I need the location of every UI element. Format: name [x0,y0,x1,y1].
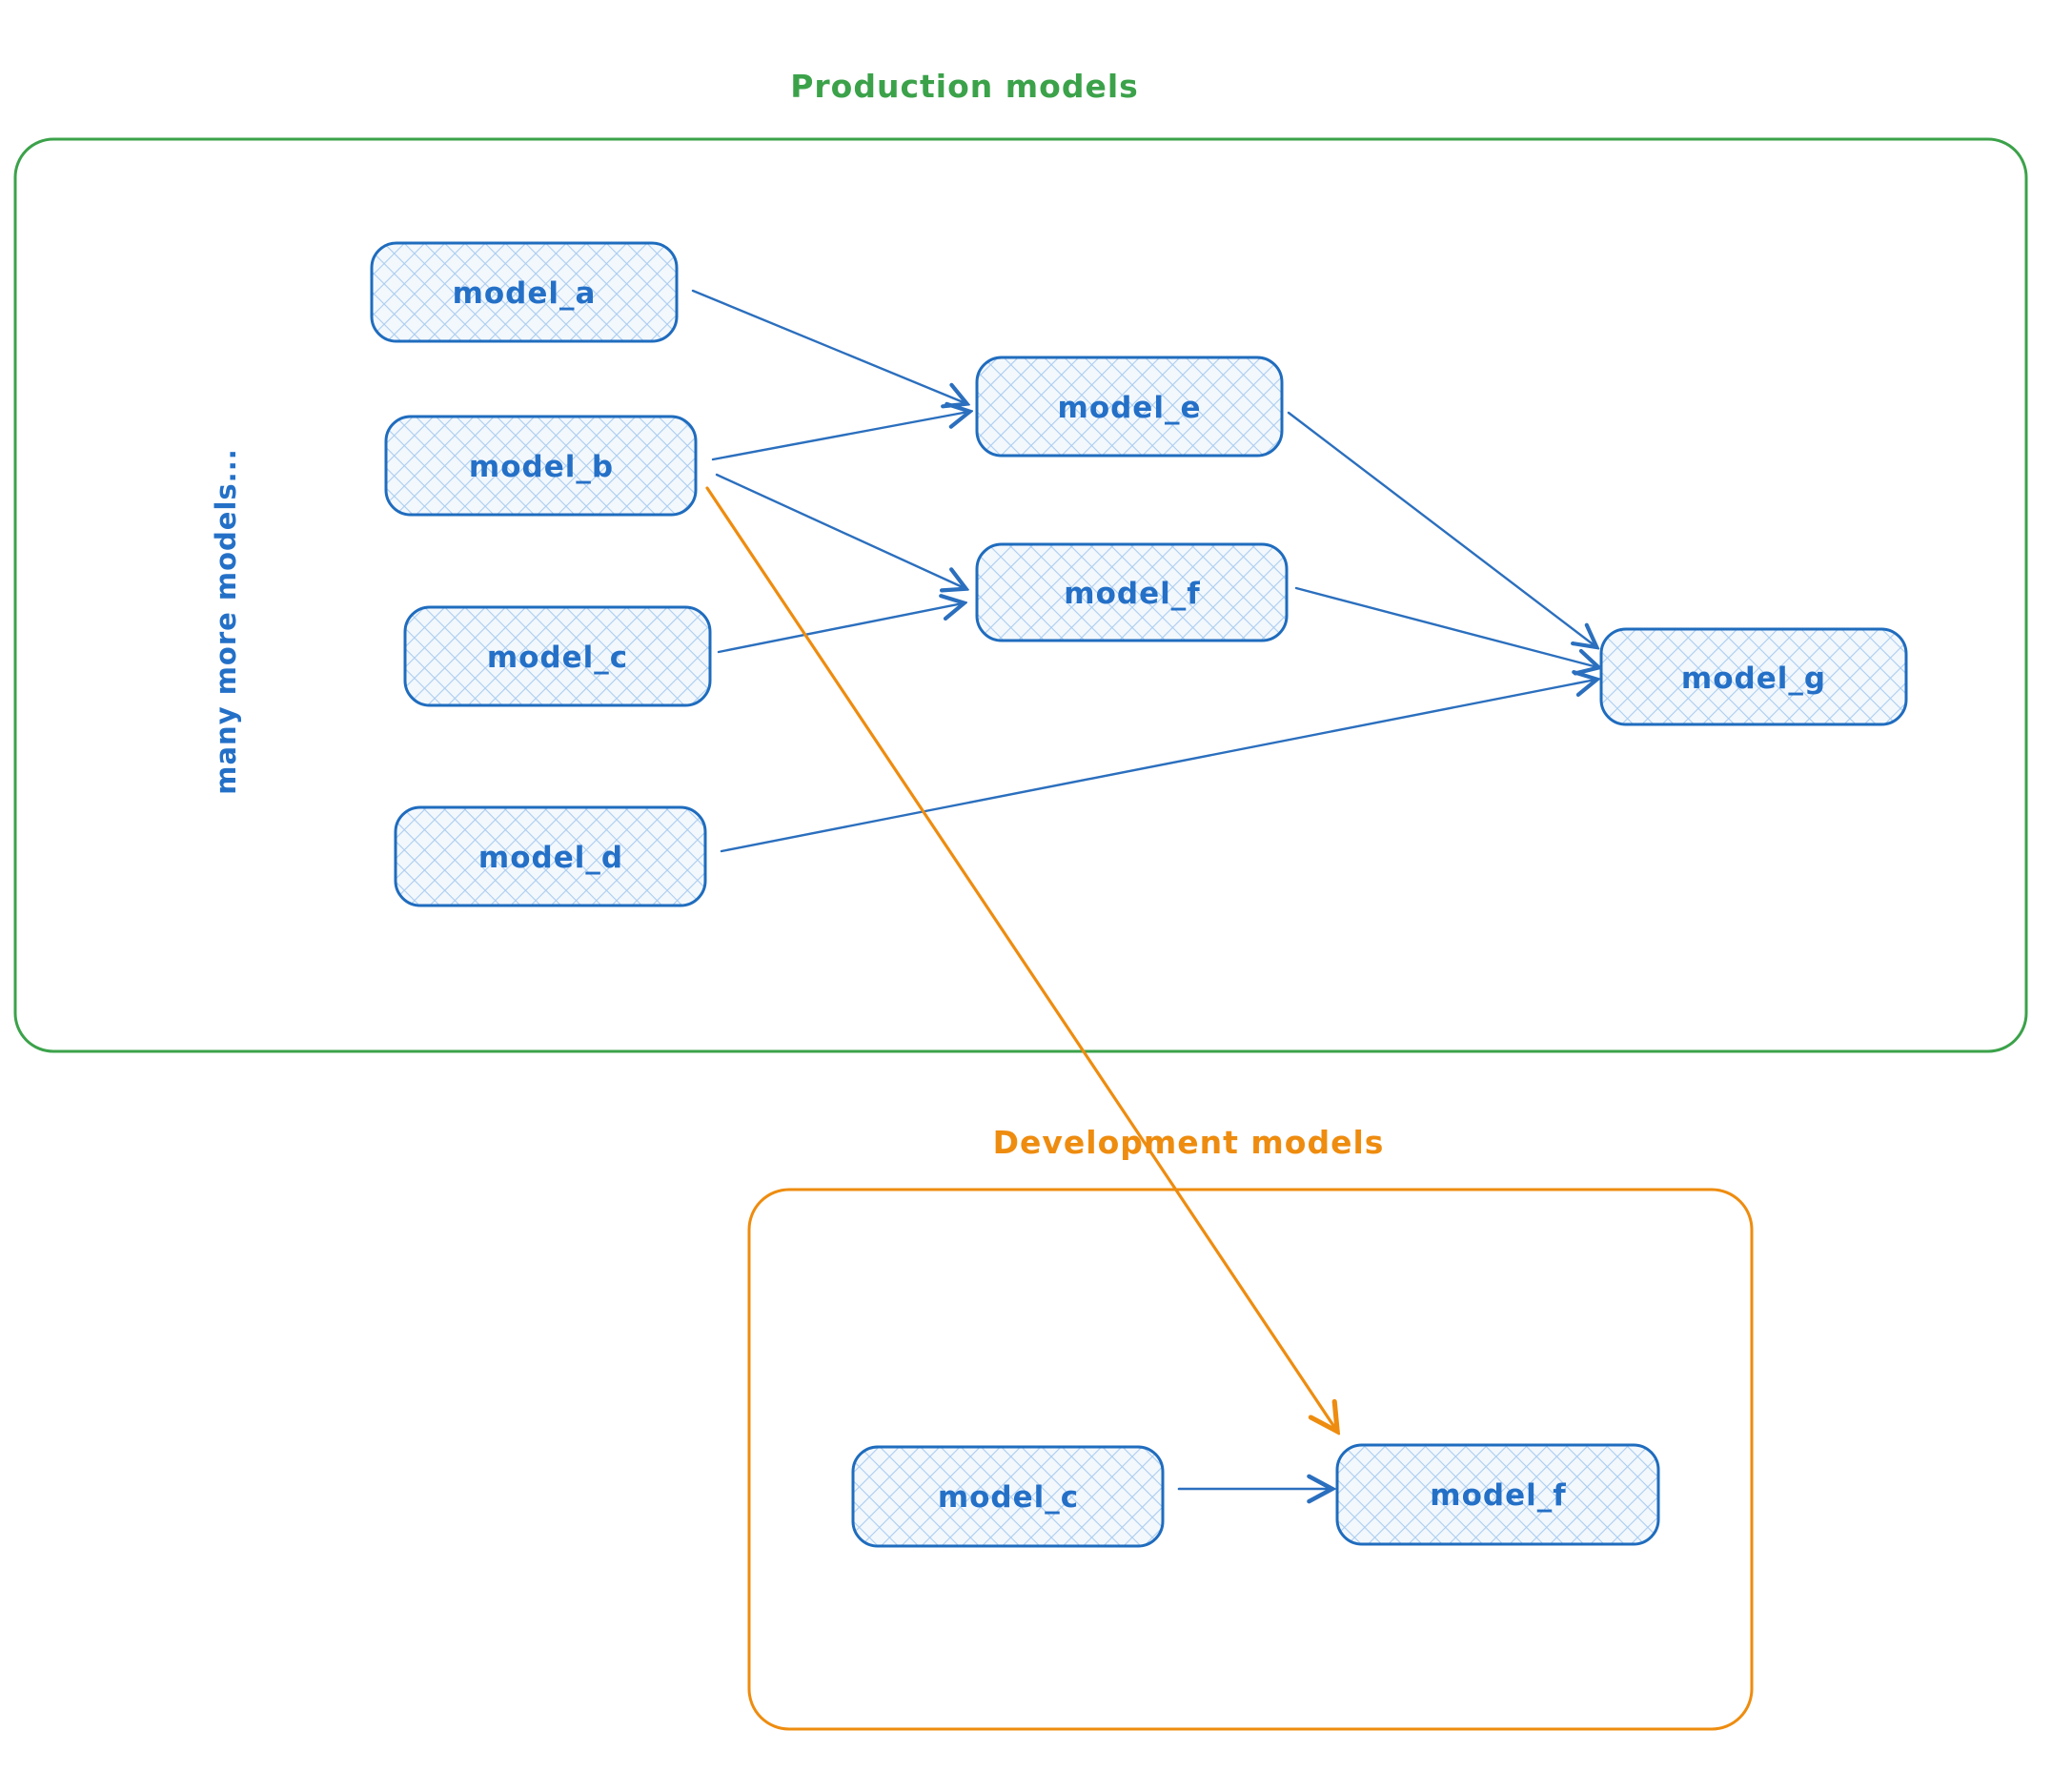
edge-model-c-to-model-f [717,603,963,654]
node-dev-model-f: model_f [1335,1443,1660,1546]
node-dev-model-c-box [851,1445,1165,1548]
edge-production-model-b-to-development-model-f [705,486,1336,1430]
edge-model-b-to-model-f [715,473,965,588]
node-dev-model-f-label: model_f [1430,1478,1566,1513]
development-container [747,1188,1754,1731]
node-model-d-label: model_d [478,841,623,875]
side-note-many-more-models: many more models... [210,448,242,794]
node-model-c-label: model_c [487,641,628,675]
node-model-e-label: model_e [1058,391,1202,425]
node-model-d-box [394,805,707,907]
node-model-f-box [975,542,1289,642]
edge-model-a-to-model-e [691,289,965,403]
node-model-c: model_c [403,605,712,707]
node-model-a-label: model_a [453,276,597,311]
production-container [13,137,2028,1053]
development-section-title: Development models [993,1124,1385,1161]
node-model-b-box [384,415,698,517]
node-dev-model-c: model_c [851,1445,1165,1548]
node-dev-model-c-label: model_c [938,1480,1079,1515]
node-model-g-label: model_g [1681,662,1826,696]
node-model-b-label: model_b [469,450,614,484]
node-model-f-label: model_f [1064,577,1200,611]
edge-model-d-to-model-g [720,680,1595,853]
node-model-c-box [403,605,712,707]
node-model-a: model_a [370,241,679,343]
node-model-e-box [975,356,1284,458]
node-model-b: model_b [384,415,698,517]
node-model-e: model_e [975,356,1284,458]
production-section-title: Production models [790,68,1139,105]
node-dev-model-f-box [1335,1443,1660,1546]
node-model-a-box [370,241,679,343]
edge-model-f-to-model-g [1294,586,1597,667]
edge-model-e-to-model-g [1287,411,1595,646]
edge-model-b-to-model-e [711,412,968,461]
node-model-d: model_d [394,805,707,907]
node-model-f: model_f [975,542,1289,642]
node-model-g: model_g [1599,627,1908,726]
